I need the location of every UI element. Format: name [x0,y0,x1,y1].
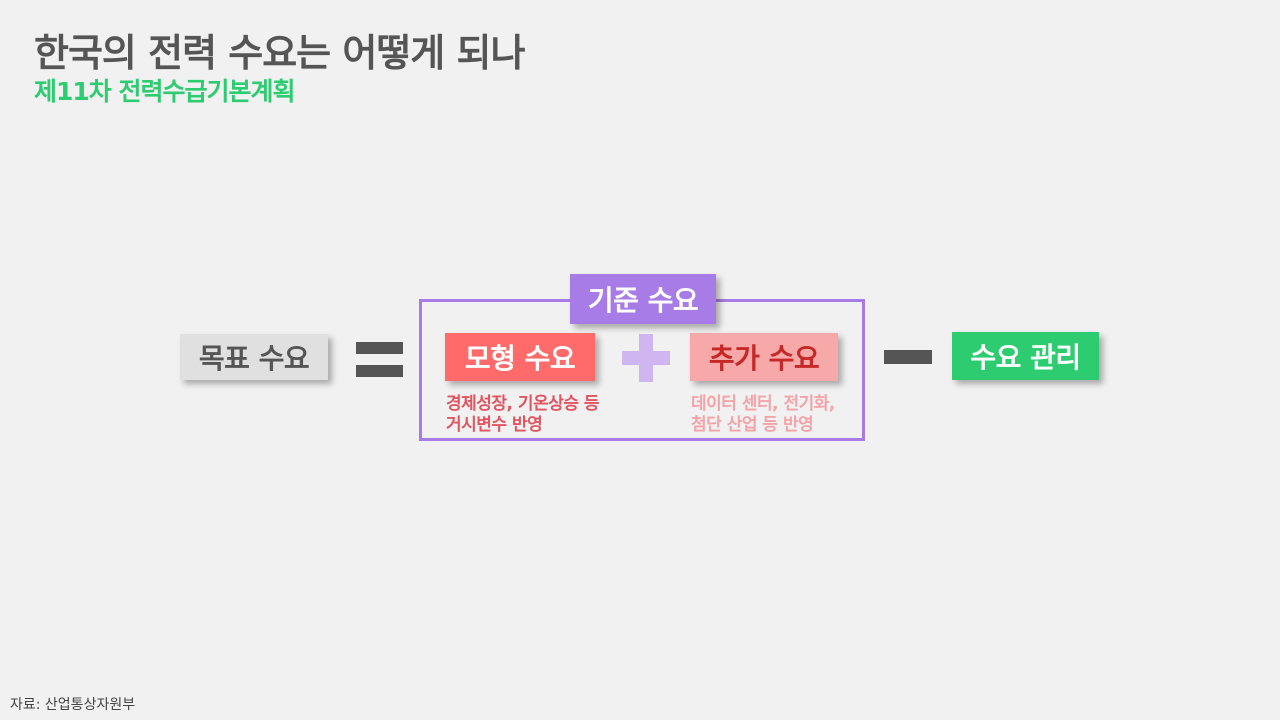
model-demand-note: 경제성장, 기온상승 등 거시변수 반영 [446,394,600,436]
additional-demand-note-line1: 데이터 센터, 전기화, [691,394,835,414]
equals-bar-top [356,342,403,354]
model-demand-note-line2: 거시변수 반영 [446,415,543,435]
minus-sign [884,350,932,364]
model-demand-box: 모형 수요 [445,333,595,381]
model-demand-note-line1: 경제성장, 기온상승 등 [446,394,600,414]
equals-bar-bottom [356,365,403,377]
additional-demand-note: 데이터 센터, 전기화, 첨단 산업 등 반영 [691,394,835,436]
baseline-demand-label: 기준 수요 [570,274,716,324]
page-subtitle: 제11차 전력수급기본계획 [34,77,295,106]
target-demand-box: 목표 수요 [180,334,328,380]
source-note: 자료: 산업통상자원부 [10,697,136,713]
additional-demand-box: 추가 수요 [690,333,838,381]
plus-bar-vertical [639,334,653,382]
demand-management-box: 수요 관리 [952,332,1099,380]
additional-demand-note-line2: 첨단 산업 등 반영 [691,415,814,435]
page-title: 한국의 전력 수요는 어떻게 되나 [34,31,525,75]
